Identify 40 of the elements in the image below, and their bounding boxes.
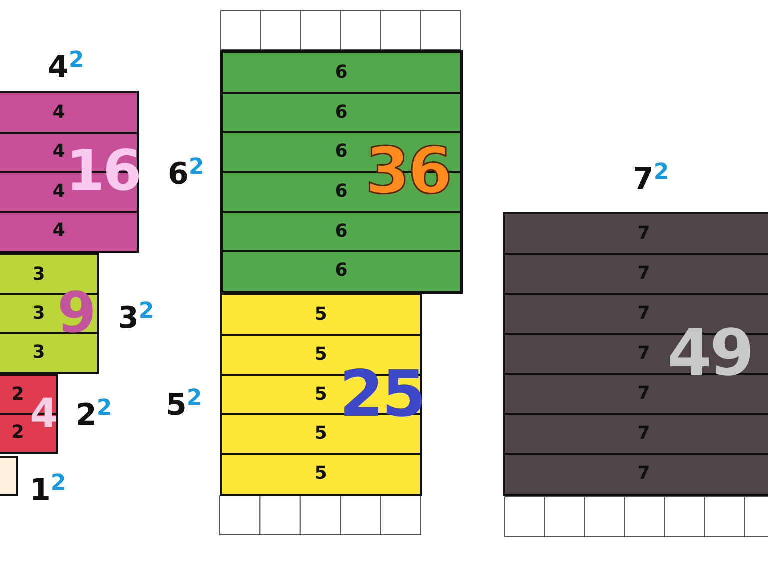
row-number: 5	[314, 386, 328, 404]
square-total: 49	[667, 322, 753, 386]
row-number: 6	[335, 182, 348, 201]
row-number: 7	[638, 225, 650, 243]
row-number: 4	[52, 182, 66, 201]
square-notation: 3$^{2}$	[118, 301, 154, 334]
row-number: 5	[314, 465, 328, 484]
square-notation: 7$^{2}$	[633, 162, 670, 195]
row-number: 3	[32, 344, 46, 362]
square-notation: 1$^{2}$	[30, 473, 66, 506]
row-number: 4	[52, 104, 66, 122]
row-number: 5	[314, 425, 328, 444]
square-total: 9	[58, 286, 94, 342]
square-block	[220, 50, 463, 294]
square-notation: 2$^{2}$	[76, 398, 112, 431]
row-number: 6	[335, 262, 348, 280]
row-number: 2	[12, 424, 24, 442]
row-number: 5	[314, 346, 328, 364]
square-block	[503, 212, 768, 496]
square-notation: 6$^{2}$	[168, 157, 204, 190]
row-number: 2	[12, 386, 24, 404]
row-number: 5	[314, 306, 328, 324]
row-number: 7	[638, 265, 650, 283]
square-notation: 4$^{2}$	[48, 50, 84, 83]
row-number: 7	[638, 465, 650, 483]
row-number: 3	[32, 266, 46, 284]
row-number: 3	[32, 304, 46, 322]
row-number: 6	[335, 222, 348, 240]
square-block	[220, 293, 422, 496]
row-number: 7	[638, 385, 650, 403]
row-number: 4	[52, 143, 66, 162]
square-block	[0, 253, 99, 374]
square-notation: 5$^{2}$	[166, 388, 202, 421]
row-number: 6	[335, 64, 348, 82]
row-number: 6	[335, 143, 348, 162]
row-number: 6	[335, 104, 348, 122]
row-number: 7	[638, 305, 650, 323]
row-number: 7	[638, 345, 650, 363]
row-number: 7	[638, 425, 650, 443]
row-number: 4	[52, 222, 66, 240]
